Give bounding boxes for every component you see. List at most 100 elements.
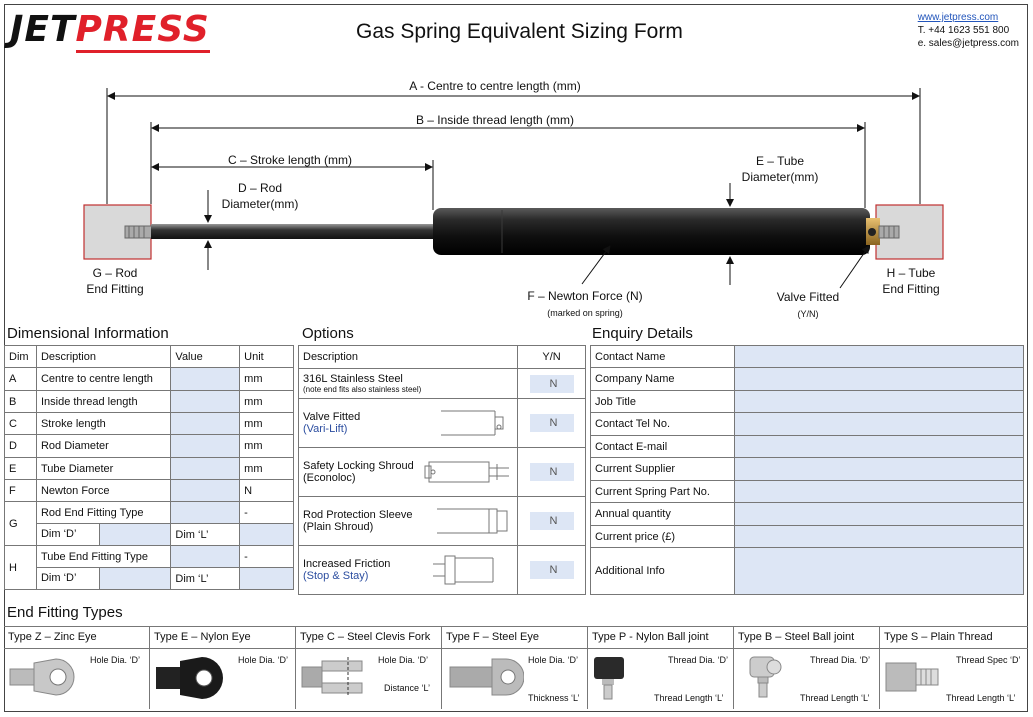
dim-unit: mm <box>239 367 294 391</box>
option-desc: Increased Friction (Stop & Stay) <box>297 545 519 595</box>
current-supplier-input[interactable] <box>733 457 1025 481</box>
fitting-name: Type P - Nylon Ball joint <box>588 627 733 649</box>
fitting-note1: Hole Dia. ‘D’ <box>378 655 429 665</box>
dim-row-g: G Rod End Fitting Type - <box>4 501 294 546</box>
option-yn-cell: N <box>517 545 586 595</box>
contact-tel-input[interactable] <box>733 412 1025 436</box>
tube-end-type-input[interactable] <box>170 545 241 568</box>
options-table: Description Y/N 316L Stainless Steel (no… <box>297 345 586 595</box>
enquiry-label: Contact E-mail <box>590 435 735 458</box>
dim-value-input[interactable] <box>170 457 241 480</box>
fitting-note1: Thread Spec ‘D’ <box>956 655 1021 665</box>
option-label: Rod Protection Sleeve <box>303 509 413 521</box>
website-link[interactable]: www.jetpress.com <box>917 12 999 23</box>
option-row-sleeve: Rod Protection Sleeve (Plain Shroud) N <box>297 496 586 546</box>
options-header-yn: Y/N <box>517 345 586 369</box>
option-yn-cell: N <box>517 398 586 448</box>
sleeve-yn-input[interactable]: N <box>529 512 574 530</box>
email-address: e. sales@jetpress.com <box>917 38 1019 49</box>
fitting-note2: Thickness ‘L’ <box>528 693 580 703</box>
dim-desc: Centre to centre length <box>35 367 172 391</box>
dim-unit: - <box>239 501 294 524</box>
shroud-yn-input[interactable]: N <box>529 463 574 481</box>
h-dim-d-label: Dim ‘D’ <box>37 568 100 589</box>
label-valve-sub: (Y/N) <box>797 309 819 319</box>
h-dim-l-input[interactable] <box>239 567 294 590</box>
phone-number: T. +44 1623 551 800 <box>917 25 1010 36</box>
contact-email-input[interactable] <box>733 435 1025 458</box>
enquiry-label: Current Spring Part No. <box>590 480 735 503</box>
option-yn-cell: N <box>517 447 586 497</box>
contact-name-input[interactable] <box>733 345 1025 368</box>
gas-spring-diagram <box>83 88 944 289</box>
option-desc: Valve Fitted (Vari-Lift) <box>297 398 519 448</box>
fitting-name: Type C – Steel Clevis Fork <box>296 627 441 649</box>
label-valve-line1: Valve Fitted <box>776 290 840 304</box>
spring-part-no-input[interactable] <box>733 480 1025 503</box>
enquiry-label: Company Name <box>590 367 735 391</box>
option-desc: Rod Protection Sleeve (Plain Shroud) <box>297 496 519 546</box>
fitting-type-e: Type E – Nylon Eye Hole Dia. ‘D’ <box>150 627 296 709</box>
enquiry-row: Contact Tel No. <box>590 412 1025 436</box>
dim-row-g-sub: Dim ‘D’ Dim ‘L’ <box>5 523 294 546</box>
enquiry-label: Contact Name <box>590 345 735 368</box>
fitting-note2: Distance ‘L’ <box>384 683 431 693</box>
enquiry-label: Current price (£) <box>590 525 735 548</box>
additional-info-input[interactable] <box>733 547 1025 595</box>
option-yn-cell: N <box>517 496 586 546</box>
enquiry-label: Annual quantity <box>590 502 735 526</box>
dim-desc: Tube Diameter <box>35 457 172 480</box>
steel-eye-icon <box>449 658 524 696</box>
rod-end-type-input[interactable] <box>170 501 241 524</box>
enquiry-row: Current Spring Part No. <box>590 480 1025 503</box>
enquiry-row: Additional Info <box>590 547 1025 595</box>
option-row-shroud: Safety Locking Shroud (Econoloc) N <box>297 447 586 497</box>
option-sub: (Econoloc) <box>303 472 356 484</box>
dim-unit: - <box>239 545 294 568</box>
annual-quantity-input[interactable] <box>733 502 1025 526</box>
dim-value-input[interactable] <box>170 434 241 458</box>
stainless-yn-input[interactable]: N <box>529 374 574 393</box>
dim-value-input[interactable] <box>170 367 241 391</box>
option-label: Increased Friction <box>303 558 391 570</box>
label-valve: Valve Fitted (Y/N) <box>758 289 858 322</box>
logo-jet: JET <box>10 9 76 50</box>
dim-desc: Tube End Fitting Type <box>35 545 172 568</box>
enquiry-label: Contact Tel No. <box>590 412 735 436</box>
g-dim-d-input[interactable] <box>99 524 171 545</box>
dimensional-title: Dimensional Information <box>7 325 169 342</box>
dim-value-input[interactable] <box>170 412 241 435</box>
label-f-line1: F – Newton Force (N) <box>527 289 643 303</box>
current-price-input[interactable] <box>733 525 1025 548</box>
dim-unit: mm <box>239 434 294 458</box>
company-name-input[interactable] <box>733 367 1025 391</box>
dim-unit: mm <box>239 457 294 480</box>
dim-header-desc: Description <box>35 345 172 368</box>
g-dim-d-label: Dim ‘D’ <box>37 524 100 545</box>
h-dim-d-input[interactable] <box>99 568 171 589</box>
fitting-type-s: Type S – Plain Thread Thread Spec ‘D’ Th… <box>880 627 1028 709</box>
dim-code: G <box>4 501 37 546</box>
dim-code: C <box>4 412 37 435</box>
enquiry-row: Current Supplier <box>590 457 1025 481</box>
dim-value-input[interactable] <box>170 479 241 502</box>
label-e-line2: Diameter(mm) <box>741 170 819 184</box>
label-b: B – Inside thread length (mm) <box>415 113 575 127</box>
enquiry-row: Contact Name <box>590 345 1025 368</box>
fitting-note1: Thread Dia. ‘D’ <box>668 655 729 665</box>
option-label: Valve Fitted <box>303 411 361 423</box>
job-title-input[interactable] <box>733 390 1025 413</box>
dim-code: H <box>4 545 37 590</box>
fitting-note1: Hole Dia. ‘D’ <box>528 655 579 665</box>
dim-desc: Rod End Fitting Type <box>35 501 172 524</box>
g-dim-l-input[interactable] <box>239 523 294 546</box>
valve-yn-input[interactable]: N <box>529 414 574 432</box>
friction-yn-input[interactable]: N <box>529 561 574 579</box>
locking-shroud-sketch-icon <box>424 461 509 483</box>
plain-thread-icon <box>885 662 939 692</box>
dim-value-input[interactable] <box>170 390 241 413</box>
option-desc: Safety Locking Shroud (Econoloc) <box>297 447 519 497</box>
dim-row-b: B Inside thread length mm <box>4 390 294 413</box>
label-h-line2: End Fitting <box>882 282 940 296</box>
